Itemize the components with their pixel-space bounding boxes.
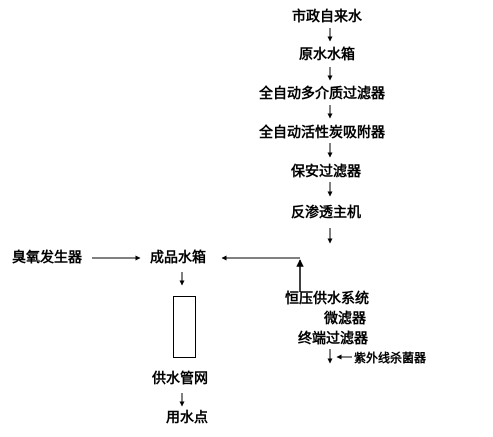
node-micro-filter: 微滤器 [324, 311, 366, 327]
node-uv-sterilizer: 紫外线杀菌器 [354, 351, 427, 365]
node-terminal-filter: 终端过滤器 [298, 331, 368, 347]
node-ozone-generator: 臭氧发生器 [12, 250, 82, 266]
node-water-point: 用水点 [166, 410, 208, 426]
node-raw-water-tank: 原水水箱 [299, 47, 355, 63]
node-security-filter: 保安过滤器 [291, 164, 361, 180]
node-constant-pressure-supply: 恒压供水系统 [285, 291, 369, 307]
node-reverse-osmosis: 反渗透主机 [291, 205, 361, 221]
node-auto-active-carbon: 全自动活性炭吸附器 [259, 125, 385, 141]
node-municipal-water: 市政自来水 [292, 9, 362, 25]
node-auto-multimedia-filter: 全自动多介质过滤器 [259, 86, 385, 102]
storage-tank-box [173, 296, 196, 358]
node-supply-network: 供水管网 [152, 371, 208, 387]
node-product-water-tank: 成品水箱 [150, 250, 206, 266]
